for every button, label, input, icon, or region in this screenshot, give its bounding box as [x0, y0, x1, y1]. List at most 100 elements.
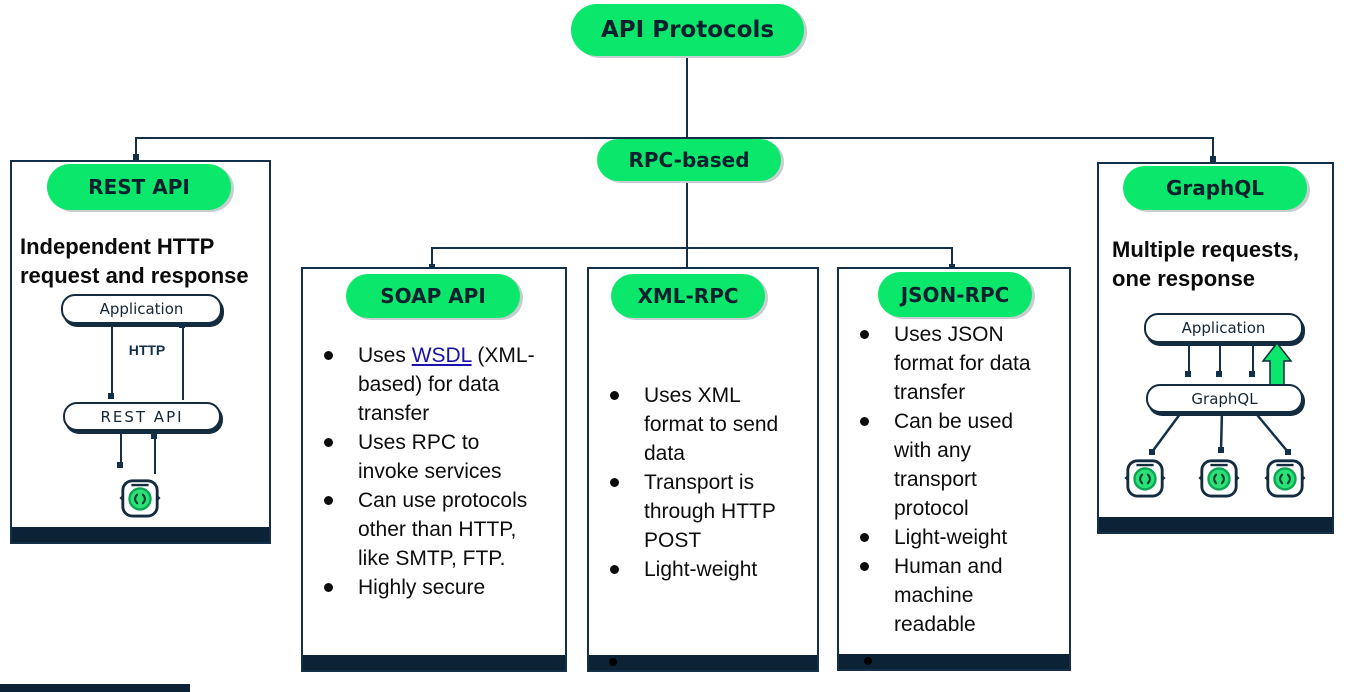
json-rpc-bullet-list: Uses JSON format for data transfer Can b…: [853, 320, 1046, 639]
list-item: Light-weight: [853, 523, 1046, 552]
list-item: Uses WSDL (XML-based) for data transfer: [317, 341, 536, 428]
arrow-endpoint: [1216, 371, 1222, 377]
bullet-icon: [324, 496, 333, 505]
bullet-icon: [860, 330, 869, 339]
bullet-text-pre: Uses: [358, 344, 412, 367]
node-label: GraphQL: [1165, 176, 1265, 200]
box-label: Application: [1181, 319, 1266, 337]
list-item: Uses RPC to invoke services: [317, 428, 536, 486]
bullet-text: Can be used with any transport protocol: [894, 410, 1014, 520]
bullet-text: Uses JSON format for data transfer: [894, 323, 1031, 404]
node-xml-rpc: XML-RPC: [611, 274, 765, 318]
xml-rpc-bullet-list: Uses XML format to send data Transport i…: [603, 381, 794, 584]
wsdl-link[interactable]: WSDL: [411, 344, 472, 367]
rest-description: Independent HTTP request and response: [20, 234, 249, 288]
bullet-text: Can use protocols other than HTTP, like …: [358, 489, 528, 570]
rest-api-box: REST API: [63, 402, 221, 431]
arrow-endpoint: [117, 462, 123, 468]
bullet-text: Human and machine readable: [894, 555, 1003, 636]
node-json-rpc: JSON-RPC: [878, 272, 1032, 317]
connector-mid-horizontal: [431, 247, 952, 249]
list-item: Can use protocols other than HTTP, like …: [317, 486, 536, 573]
panel-footer-bar: [303, 655, 565, 670]
panel-rest-api: REST API Independent HTTP request and re…: [10, 160, 271, 544]
node-graphql: GraphQL: [1123, 166, 1307, 210]
arrow-request-down: [1188, 342, 1190, 374]
bullet-icon: [324, 438, 333, 447]
panel-json-rpc: JSON-RPC Uses JSON format for data trans…: [837, 267, 1071, 671]
panel-graphql: GraphQL Multiple requests, one response …: [1097, 162, 1334, 534]
list-item: Highly secure: [317, 573, 536, 602]
list-item: Uses JSON format for data transfer: [853, 320, 1046, 407]
application-box: Application: [1144, 313, 1303, 343]
bullet-icon: [860, 417, 869, 426]
bullet-icon: [610, 391, 619, 400]
bullet-icon: [610, 478, 619, 487]
bullet-text: Uses WSDL (XML-based) for data transfer: [358, 341, 536, 428]
panel-soap-api: SOAP API Uses WSDL (XML-based) for data …: [301, 267, 567, 672]
api-chip-icon: [1124, 454, 1166, 500]
stray-bullet-dot: [609, 658, 617, 666]
panel-footer-bar: [589, 655, 817, 670]
node-label: RPC-based: [628, 148, 750, 172]
graphql-box: GraphQL: [1146, 384, 1303, 413]
api-chip-icon: [1264, 454, 1306, 500]
panel-footer-bar: [1099, 517, 1332, 532]
node-soap-api: SOAP API: [346, 274, 520, 318]
arrow-endpoint: [108, 393, 114, 399]
box-label: REST API: [100, 407, 184, 426]
arrow-request-down: [120, 429, 122, 467]
bullet-text: Transport is through HTTP POST: [644, 471, 776, 552]
arrow-response-up: [182, 322, 184, 400]
node-label: SOAP API: [380, 284, 486, 308]
big-up-arrow-icon: [1261, 341, 1293, 387]
list-item: Human and machine readable: [853, 552, 1046, 639]
bullet-text: Uses RPC to invoke services: [358, 431, 502, 483]
arrow-endpoint: [1249, 371, 1255, 377]
connector-drop-soap: [431, 247, 433, 267]
node-rest-api: REST API: [47, 164, 231, 210]
node-label: JSON-RPC: [900, 282, 1010, 307]
graphql-description: Multiple requests, one response: [1112, 237, 1300, 291]
panel-footer-bar: [12, 527, 269, 542]
panel-xml-rpc: XML-RPC Uses XML format to send data Tra…: [587, 267, 819, 672]
bullet-icon: [324, 351, 333, 360]
arrow-endpoint: [1210, 156, 1216, 162]
bottom-left-bar: [0, 684, 190, 692]
box-label: Application: [99, 300, 184, 318]
arrow-endpoint: [179, 322, 185, 328]
connector-top-horizontal: [135, 137, 1214, 139]
node-label: XML-RPC: [637, 284, 739, 308]
arrow-endpoint: [133, 154, 139, 160]
node-rpc-based: RPC-based: [597, 139, 781, 181]
arrow-endpoint: [1185, 371, 1191, 377]
bullet-icon: [860, 533, 869, 542]
bullet-icon: [324, 583, 333, 592]
api-chip-icon: [1198, 454, 1240, 500]
list-item: Light-weight: [603, 555, 794, 584]
bullet-icon: [610, 565, 619, 574]
arrow-endpoint: [151, 433, 157, 439]
node-api-protocols: API Protocols: [571, 4, 804, 56]
list-item: Can be used with any transport protocol: [853, 407, 1046, 523]
bullet-text: Light-weight: [894, 526, 1008, 549]
bullet-text-post: (XML-based) for data transfer: [358, 344, 535, 425]
bullet-icon: [860, 562, 869, 571]
api-chip-icon: [119, 474, 161, 520]
bullet-text: Uses XML format to send data: [644, 384, 779, 465]
bullet-text: Highly secure: [358, 576, 486, 599]
arrow-response-up: [154, 433, 156, 474]
arrow-request-down: [1252, 342, 1254, 374]
connector-rpc-down: [686, 181, 688, 248]
connector-drop-json: [951, 247, 953, 267]
application-box: Application: [61, 294, 222, 324]
box-label: GraphQL: [1191, 389, 1258, 408]
soap-bullet-list: Uses WSDL (XML-based) for data transfer …: [317, 341, 536, 602]
list-item: Uses XML format to send data: [603, 381, 794, 468]
connector-drop-graphql: [1212, 137, 1214, 158]
list-item: Transport is through HTTP POST: [603, 468, 794, 555]
connector-drop-xml: [686, 247, 688, 271]
arrow-request-down: [111, 322, 113, 398]
node-label: API Protocols: [600, 17, 775, 43]
